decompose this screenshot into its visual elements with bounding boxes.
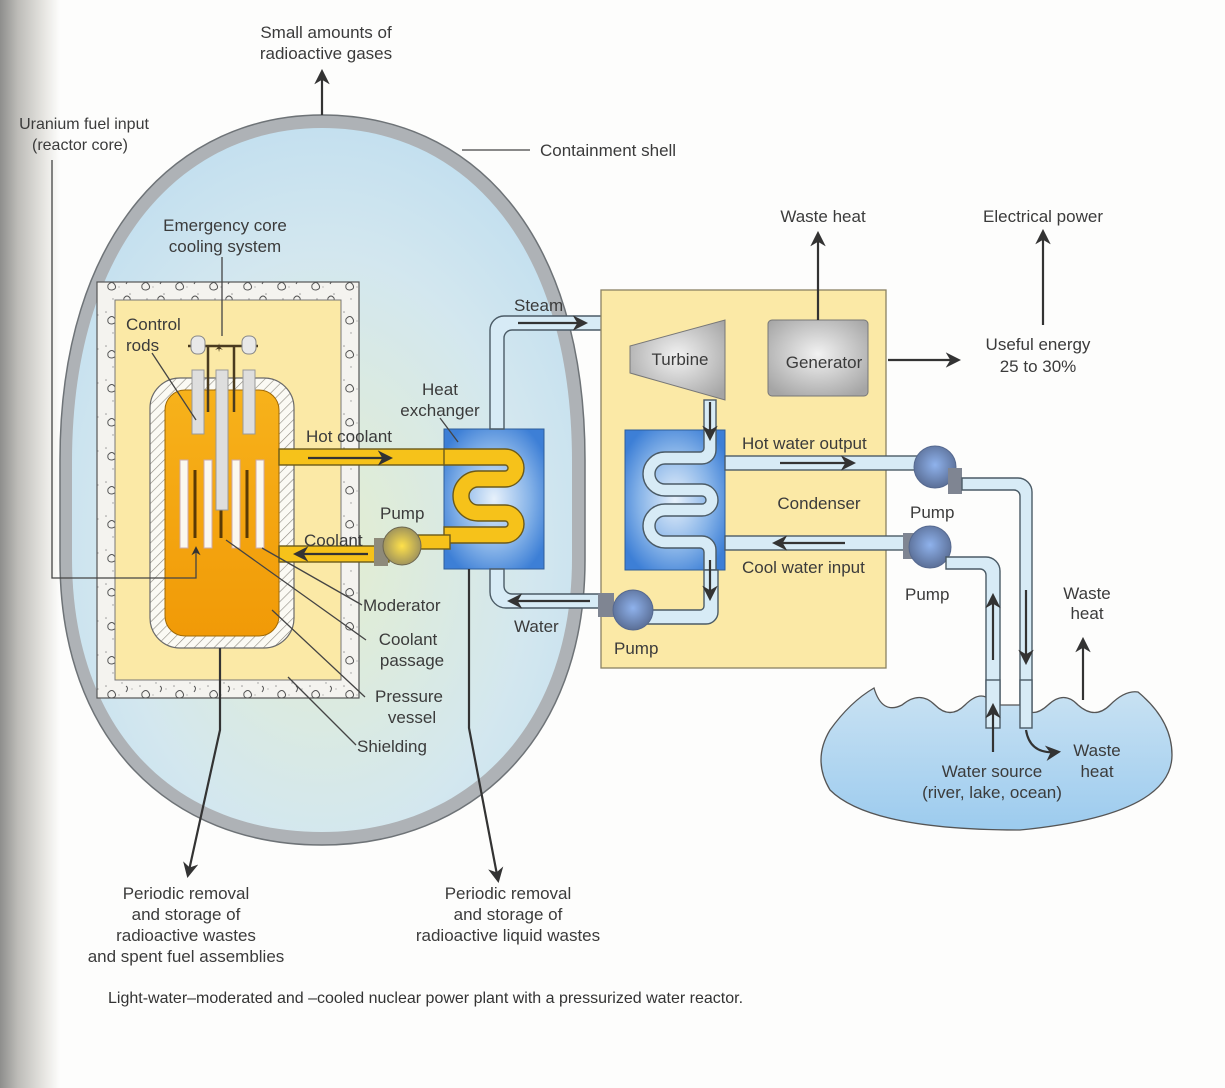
control-rods-leader bbox=[151, 352, 197, 421]
label-electrical-power: Electrical power bbox=[983, 207, 1103, 226]
label-control-rods: Control rods bbox=[126, 315, 181, 355]
label-solid-waste-line1: Periodic removal bbox=[123, 884, 250, 903]
label-liquid-waste-line2: and storage of bbox=[454, 905, 563, 924]
heat-exchanger bbox=[443, 428, 545, 570]
label-gases: Small amounts of radioactive gases bbox=[260, 23, 392, 63]
secondary-pump-icon bbox=[598, 589, 654, 631]
label-pump-cool-in: Pump bbox=[905, 585, 949, 604]
label-pressure-vessel-line1: Pressure bbox=[375, 687, 443, 706]
hot-water-pump-icon bbox=[913, 445, 962, 494]
shielding-leader bbox=[287, 676, 357, 746]
label-waste-heat-air-line2: heat bbox=[1070, 604, 1103, 623]
label-waste-heat-water-line1: Waste bbox=[1073, 741, 1121, 760]
label-control-rods-line2: rods bbox=[126, 336, 159, 355]
label-coolant-passage-line1: Coolant bbox=[379, 630, 438, 649]
moderator-leader bbox=[261, 547, 363, 606]
cool-water-pump-icon bbox=[903, 525, 952, 569]
fuel-assemblies bbox=[179, 459, 265, 549]
condenser-icon bbox=[624, 429, 726, 571]
water-source-lake bbox=[820, 687, 1173, 831]
discharge-pipe-end bbox=[1019, 679, 1033, 729]
label-useful-energy-line1: Useful energy bbox=[986, 335, 1091, 354]
label-pressure-vessel: Pressure vessel bbox=[375, 687, 443, 727]
label-liquid-waste-line3: radioactive liquid wastes bbox=[416, 926, 600, 945]
label-coolant-passage: Coolant passage bbox=[379, 630, 444, 670]
label-solid-waste: Periodic removal and storage of radioact… bbox=[88, 884, 285, 966]
label-waste-heat-air-line1: Waste bbox=[1063, 584, 1111, 603]
label-water-source-line1: Water source bbox=[942, 762, 1042, 781]
label-heat-exchanger-line2: exchanger bbox=[400, 401, 480, 420]
label-liquid-waste: Periodic removal and storage of radioact… bbox=[416, 884, 600, 945]
book-page-gutter-shadow bbox=[0, 0, 60, 1088]
condensate-pipe bbox=[639, 569, 719, 625]
label-hot-coolant: Hot coolant bbox=[306, 427, 392, 446]
label-gases-line2: radioactive gases bbox=[260, 44, 392, 63]
label-pump-hot-out: Pump bbox=[910, 503, 954, 522]
label-condenser: Condenser bbox=[777, 494, 861, 513]
label-waste-heat-water-line2: heat bbox=[1080, 762, 1113, 781]
figure-caption: Light-water–moderated and –cooled nuclea… bbox=[108, 990, 743, 1007]
label-turbine: Turbine bbox=[651, 350, 708, 369]
label-water: Water bbox=[514, 617, 559, 636]
label-solid-waste-line3: radioactive wastes bbox=[116, 926, 256, 945]
heat-exchanger-leader bbox=[439, 417, 459, 443]
label-control-rods-line1: Control bbox=[126, 315, 181, 334]
label-solid-waste-line4: and spent fuel assemblies bbox=[88, 947, 285, 966]
label-cool-water-input: Cool water input bbox=[742, 558, 865, 577]
svg-text:✶: ✶ bbox=[214, 341, 224, 355]
label-water-source-line2: (river, lake, ocean) bbox=[922, 783, 1062, 802]
label-heat-exchanger: Heat exchanger bbox=[400, 380, 480, 420]
label-fuel-input-line2: (reactor core) bbox=[32, 137, 128, 154]
label-waste-heat-water: Waste heat bbox=[1073, 741, 1121, 781]
label-waste-heat-generator: Waste heat bbox=[780, 207, 866, 226]
label-heat-exchanger-line1: Heat bbox=[422, 380, 458, 399]
label-moderator: Moderator bbox=[363, 596, 441, 615]
label-generator: Generator bbox=[786, 353, 863, 372]
label-emergency-cooling-line1: Emergency core bbox=[163, 216, 287, 235]
label-fuel-input-line1: Uranium fuel input bbox=[19, 116, 149, 133]
label-pump-secondary: Pump bbox=[614, 639, 658, 658]
label-coolant: Coolant bbox=[304, 531, 363, 550]
label-containment-shell: Containment shell bbox=[540, 141, 676, 160]
label-pressure-vessel-line2: vessel bbox=[388, 708, 436, 727]
label-pump-primary: Pump bbox=[380, 504, 424, 523]
primary-pump-icon bbox=[374, 526, 422, 566]
liquid-waste-arrow bbox=[467, 569, 504, 884]
label-hot-water-output: Hot water output bbox=[742, 434, 867, 453]
label-useful-energy-line2: 25 to 30% bbox=[1000, 357, 1077, 376]
label-emergency-cooling: Emergency core cooling system bbox=[163, 216, 287, 256]
solid-waste-arrow bbox=[183, 648, 222, 879]
pressure-vessel-leader bbox=[271, 609, 366, 698]
label-liquid-waste-line1: Periodic removal bbox=[445, 884, 572, 903]
label-gases-line1: Small amounts of bbox=[260, 23, 392, 42]
label-water-source: Water source (river, lake, ocean) bbox=[922, 762, 1062, 802]
fuel-input-leader bbox=[51, 160, 201, 579]
coolant-passage-leader bbox=[225, 539, 367, 641]
label-solid-waste-line2: and storage of bbox=[132, 905, 241, 924]
label-coolant-passage-line2: passage bbox=[380, 651, 444, 670]
turbine-icon bbox=[629, 319, 726, 401]
label-useful-energy: Useful energy 25 to 30% bbox=[986, 335, 1091, 376]
label-waste-heat-air: Waste heat bbox=[1063, 584, 1111, 623]
label-steam: Steam bbox=[514, 296, 563, 315]
label-emergency-cooling-line2: cooling system bbox=[169, 237, 281, 256]
control-rods: ✶ bbox=[188, 335, 258, 511]
waste-heat-water-arrow bbox=[1024, 729, 1062, 761]
label-fuel-input: Uranium fuel input (reactor core) bbox=[19, 116, 149, 154]
label-shielding: Shielding bbox=[357, 737, 427, 756]
